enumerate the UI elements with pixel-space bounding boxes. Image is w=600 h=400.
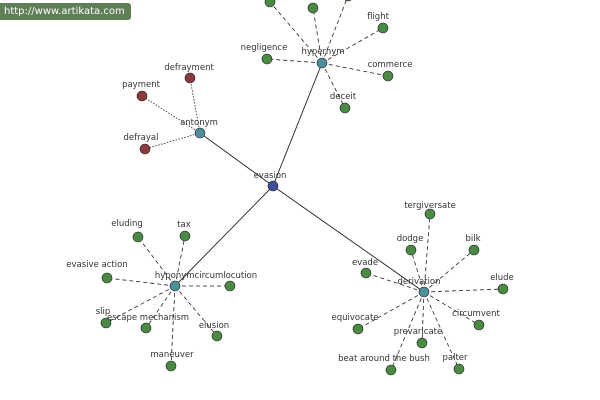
leaf-edge (312, 7, 323, 64)
leaf-node[interactable] (224, 280, 236, 292)
leaf-node[interactable] (405, 244, 417, 256)
leaf-edge (423, 288, 504, 293)
leaf-edge (174, 285, 218, 337)
hub-node-hypernym[interactable] (316, 57, 328, 69)
leaf-node[interactable] (264, 0, 276, 8)
leaf-edge (145, 285, 176, 329)
leaf-label[interactable]: payment (122, 80, 161, 90)
leaf-edge (189, 77, 201, 134)
leaf-node[interactable] (211, 330, 223, 342)
site-url-badge[interactable]: http://www.artikata.com (0, 3, 131, 20)
labels-layer: flight negligence commerce deceit defrayment… (66, 12, 514, 364)
leaf-node[interactable] (424, 208, 436, 220)
leaf-label[interactable]: deceit (330, 92, 357, 102)
leaf-edge (321, 62, 346, 109)
leaf-node[interactable] (377, 22, 389, 34)
leaf-label[interactable]: evasive action (66, 260, 127, 270)
leaf-label[interactable]: negligence (241, 43, 288, 53)
hub-node-hyponym[interactable] (169, 280, 181, 292)
leaf-edge (365, 272, 425, 293)
leaf-label[interactable]: defrayment (164, 63, 214, 73)
leaf-label[interactable]: escape mechanism (107, 313, 189, 323)
leaf-node[interactable] (360, 267, 372, 279)
nodes-layer (100, 0, 509, 376)
leaf-label[interactable]: evade (352, 258, 378, 268)
leaf-edge (105, 285, 176, 324)
leaf-edge (390, 291, 425, 371)
leaf-edge (357, 291, 425, 330)
leaf-node[interactable] (136, 90, 148, 102)
leaf-edge (321, 27, 384, 64)
leaf-node[interactable] (184, 72, 196, 84)
leaf-label[interactable]: elude (490, 273, 514, 283)
edge-derivation (272, 185, 425, 293)
leaf-node[interactable] (132, 231, 144, 243)
leaf-label[interactable]: tergiversate (404, 201, 456, 211)
leaf-label[interactable]: tax (177, 220, 191, 230)
edge-hyponym (174, 185, 274, 287)
leaf-label[interactable]: commerce (368, 60, 413, 70)
leaf-edge (144, 132, 201, 150)
edge-hypernym (272, 62, 323, 187)
center-label[interactable]: evasion (254, 171, 287, 181)
leaf-edge (141, 95, 201, 134)
leaf-node[interactable] (497, 283, 509, 295)
leaf-node[interactable] (140, 322, 152, 334)
hub-label-antonym[interactable]: antonym (180, 118, 218, 128)
leaf-label[interactable]: defrayal (124, 133, 159, 143)
edges-layer (105, 0, 504, 371)
leaf-edge (421, 291, 425, 344)
leaf-edge (423, 291, 480, 326)
leaf-edge (269, 1, 323, 64)
leaf-node[interactable] (382, 70, 394, 82)
leaf-label[interactable]: maneuver (150, 350, 194, 360)
leaf-node[interactable] (352, 323, 364, 335)
leaf-node[interactable] (416, 337, 428, 349)
leaf-node[interactable] (101, 272, 113, 284)
leaf-node[interactable] (468, 244, 480, 256)
leaf-edge (106, 277, 176, 287)
leaf-label[interactable]: flight (367, 12, 389, 22)
leaf-node[interactable] (139, 143, 151, 155)
edge-antonym (199, 132, 274, 187)
leaf-node[interactable] (261, 53, 273, 65)
leaf-label[interactable]: circumvent (452, 309, 500, 319)
leaf-node[interactable] (385, 364, 397, 376)
hub-node-antonym[interactable] (194, 127, 206, 139)
hub-node-derivation[interactable] (418, 286, 430, 298)
leaf-label[interactable]: prevaricate (394, 327, 442, 337)
leaf-edge (423, 291, 460, 370)
leaf-node[interactable] (339, 102, 351, 114)
leaf-node[interactable] (165, 360, 177, 372)
leaf-node[interactable] (473, 319, 485, 331)
leaf-edge (321, 62, 389, 77)
leaf-label[interactable]: slip (96, 307, 111, 317)
leaf-node[interactable] (453, 363, 465, 375)
leaf-label[interactable]: dodge (397, 234, 424, 244)
leaf-label[interactable]: bilk (465, 234, 480, 244)
leaf-node[interactable] (343, 0, 353, 2)
leaf-edge (266, 58, 323, 64)
leaf-edge (170, 285, 176, 367)
leaf-edge (137, 236, 176, 287)
leaf-label[interactable]: beat around the bush (338, 354, 430, 364)
hub-label-derivation[interactable]: derivation (397, 277, 440, 287)
leaf-label[interactable]: elusion (199, 321, 229, 331)
leaf-edge (174, 235, 186, 287)
leaf-edge (423, 249, 475, 293)
leaf-label[interactable]: eluding (111, 219, 143, 229)
leaf-label[interactable]: palter (442, 353, 468, 363)
leaf-node[interactable] (179, 230, 191, 242)
leaf-node[interactable] (307, 2, 319, 14)
leaf-node[interactable] (100, 317, 112, 329)
leaf-label[interactable]: equivocate (331, 313, 378, 323)
hub-label-hyponym[interactable]: hyponymcircumlocution (155, 271, 257, 281)
leaf-edge (321, 0, 347, 64)
hub-label-hypernym[interactable]: hypernym (301, 47, 344, 57)
leaf-edge (423, 213, 431, 293)
center-node[interactable] (267, 180, 279, 192)
leaf-edge (410, 249, 425, 293)
